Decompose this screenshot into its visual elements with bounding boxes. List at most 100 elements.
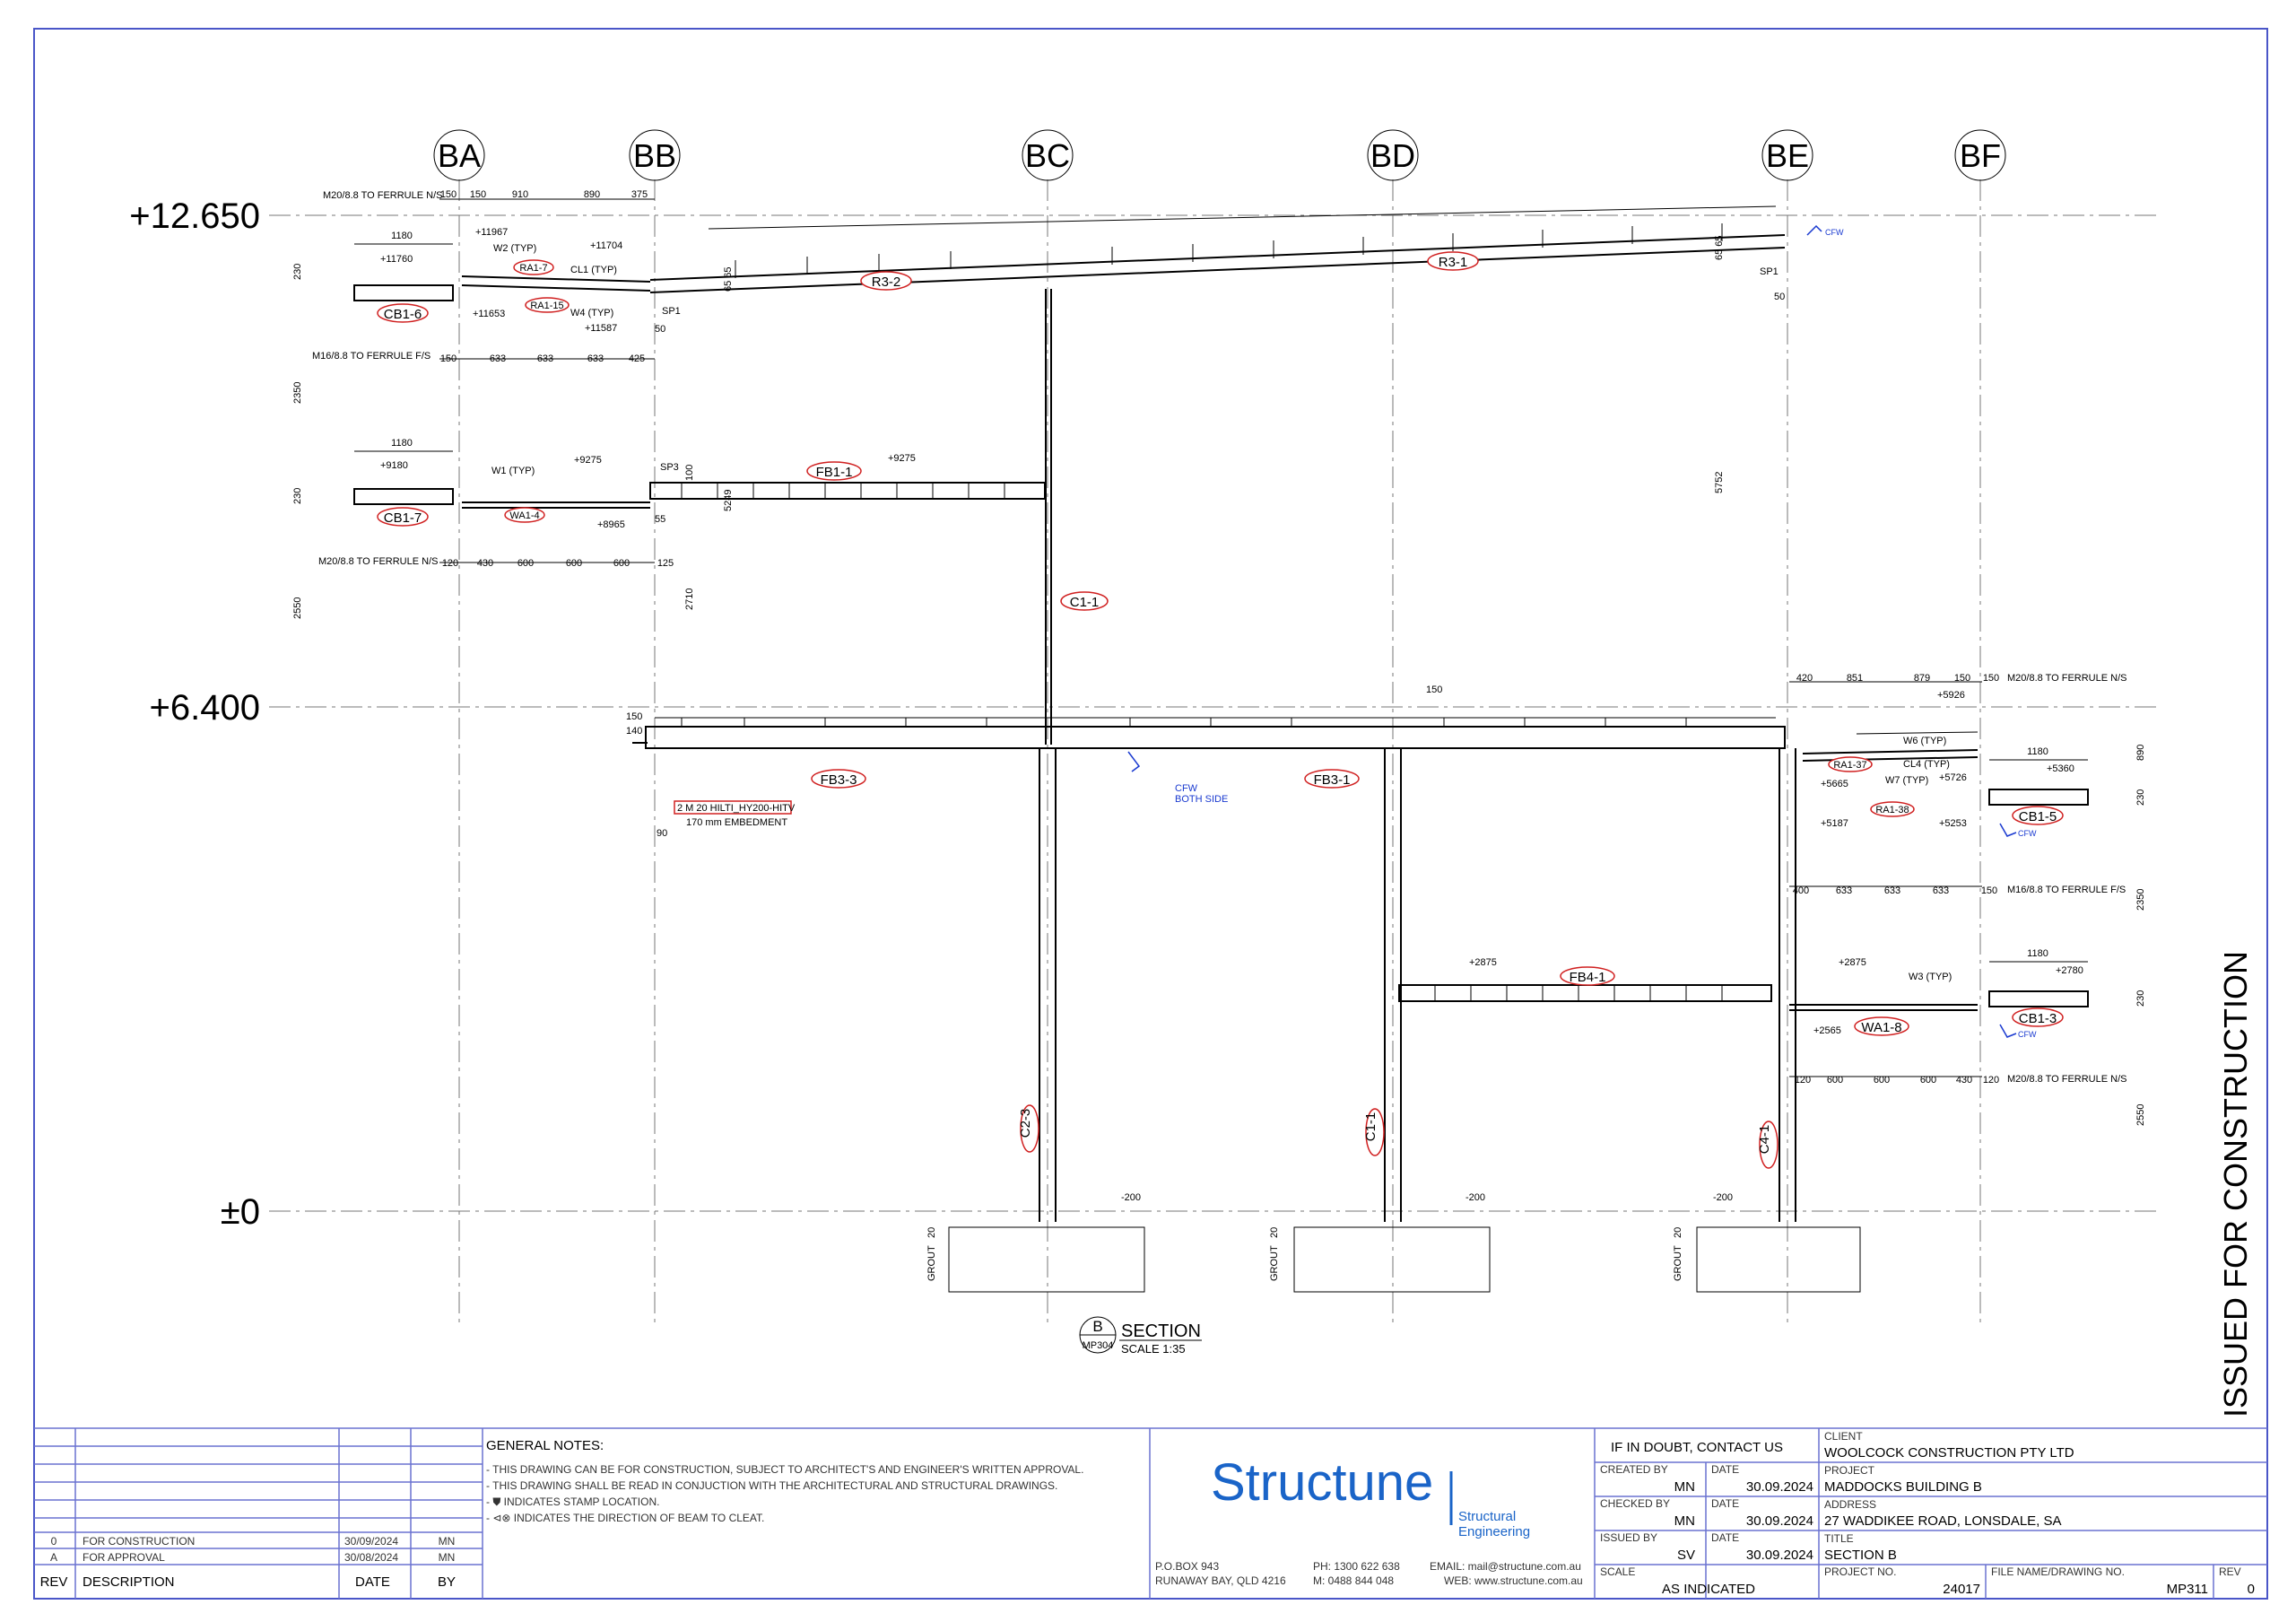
dim-55: 55	[655, 514, 665, 525]
svg-text:420: 420	[1796, 673, 1813, 684]
svg-text:120: 120	[1983, 1075, 1999, 1086]
tag-ra1-7: RA1-7	[513, 259, 554, 275]
dim-1180-d: 1180	[2027, 948, 2048, 959]
svg-text:AS INDICATED: AS INDICATED	[1662, 1582, 1755, 1597]
svg-text:30.09.2024: 30.09.2024	[1746, 1513, 1813, 1529]
elev-2565: +2565	[1813, 1025, 1841, 1036]
grid-bubble-bc: BC	[1022, 129, 1074, 181]
svg-text:ISSUED BY: ISSUED BY	[1600, 1531, 1657, 1544]
svg-text:150: 150	[440, 189, 457, 200]
footings	[948, 1226, 1861, 1293]
svg-text:600: 600	[517, 558, 534, 569]
svg-text:C2-3: C2-3	[1018, 1109, 1033, 1138]
general-notes: GENERAL NOTES: - THIS DRAWING CAN BE FOR…	[486, 1438, 1083, 1524]
svg-text:CREATED BY: CREATED BY	[1600, 1463, 1668, 1476]
tag-cb1-5: CB1-5	[2012, 806, 2064, 825]
fb4-1-beam	[1398, 984, 1772, 1002]
depth-200-b: -200	[1465, 1192, 1485, 1203]
svg-text:SECTION B: SECTION B	[1824, 1548, 1897, 1563]
first-floor-joists	[681, 718, 1687, 727]
cfw-roof: CFW	[1806, 224, 1844, 237]
svg-text:30/08/2024: 30/08/2024	[344, 1551, 398, 1564]
svg-text:150: 150	[1983, 673, 1999, 684]
label-w7: W7 (TYP)	[1885, 775, 1928, 786]
dim-50-b: 50	[1774, 292, 1785, 302]
level-lines	[269, 214, 2161, 1212]
svg-text:FB1-1: FB1-1	[816, 465, 853, 480]
dim-140: 140	[626, 726, 642, 737]
dim-6565-a: 65 65	[723, 266, 734, 292]
svg-text:MP311: MP311	[2167, 1582, 2208, 1597]
level-label-0: ±0	[221, 1192, 260, 1232]
svg-text:MN: MN	[439, 1535, 456, 1548]
svg-text:C1-1: C1-1	[1363, 1112, 1378, 1142]
svg-text:633: 633	[1933, 885, 1949, 896]
revision-row-a: A FOR APPROVAL 30/08/2024 MN	[50, 1551, 455, 1564]
svg-text:RUNAWAY BAY, QLD 4216: RUNAWAY BAY, QLD 4216	[1155, 1574, 1286, 1587]
elev-9275-b: +9275	[888, 453, 916, 464]
tag-r3-1: R3-1	[1427, 251, 1479, 271]
svg-text:RA1-7: RA1-7	[519, 263, 547, 274]
svg-text:2 M 20 HILTI_HY200-HITV: 2 M 20 HILTI_HY200-HITV	[677, 803, 796, 814]
svg-text:FB4-1: FB4-1	[1570, 970, 1606, 985]
svg-text:M16/8.8 TO FERRULE F/S: M16/8.8 TO FERRULE F/S	[2007, 885, 2126, 895]
dim-230-b: 230	[292, 488, 303, 504]
depth-200-a: -200	[1121, 1192, 1141, 1203]
dim-row-right-fs: 400 633 633 633 150 M16/8.8 TO FERRULE F…	[1789, 885, 2126, 896]
svg-text:WA1-8: WA1-8	[1861, 1020, 1901, 1035]
svg-text:150: 150	[440, 353, 457, 364]
svg-text:30.09.2024: 30.09.2024	[1746, 1479, 1813, 1495]
tag-c1-1-ground: C1-1	[1363, 1108, 1385, 1156]
svg-text:M: 0488 844 048: M: 0488 844 048	[1313, 1574, 1394, 1587]
dim-1180-c: 1180	[2027, 746, 2048, 757]
svg-text:600: 600	[566, 558, 582, 569]
svg-text:RA1-38: RA1-38	[1875, 805, 1909, 815]
svg-text:600: 600	[613, 558, 630, 569]
section-marker: B MP304 SECTION SCALE 1:35	[1079, 1316, 1202, 1356]
elev-11704: +11704	[590, 240, 622, 251]
svg-text:- ⊲⊗ INDICATES THE DIRECTION O: - ⊲⊗ INDICATES THE DIRECTION OF BEAM TO …	[486, 1512, 764, 1524]
svg-text:RA1-37: RA1-37	[1833, 760, 1866, 771]
elev-5665: +5665	[1821, 779, 1848, 789]
svg-text:FILE NAME/DRAWING NO.: FILE NAME/DRAWING NO.	[1991, 1565, 2125, 1578]
svg-text:0: 0	[51, 1535, 57, 1548]
svg-text:BOTH SIDE: BOTH SIDE	[1175, 794, 1228, 805]
issued-for-construction-stamp: ISSUED FOR CONSTRUCTION	[2217, 951, 2254, 1417]
svg-text:430: 430	[477, 558, 493, 569]
tag-fb1-1: FB1-1	[806, 461, 862, 481]
svg-text:CLIENT: CLIENT	[1824, 1430, 1863, 1443]
svg-text:BE: BE	[1766, 137, 1809, 174]
svg-text:150: 150	[1954, 673, 1970, 684]
svg-text:890: 890	[584, 189, 600, 200]
grid-bubble-ba: BA	[433, 129, 485, 181]
svg-text:0: 0	[2248, 1582, 2255, 1597]
dim-row-fs-top: M16/8.8 TO FERRULE F/S 150 633 633 633 4…	[312, 351, 655, 364]
elev-5926: +5926	[1937, 690, 1965, 701]
svg-text:400: 400	[1793, 885, 1809, 896]
roof-purlins	[735, 223, 1723, 278]
svg-text:BC: BC	[1025, 137, 1070, 174]
tag-ra1-37: RA1-37	[1828, 756, 1873, 772]
level-label-12650: +12.650	[129, 196, 260, 236]
svg-text:Engineering: Engineering	[1458, 1524, 1530, 1539]
svg-text:IF IN DOUBT, CONTACT US: IF IN DOUBT, CONTACT US	[1611, 1440, 1783, 1455]
svg-text:CFW: CFW	[1825, 228, 1844, 237]
svg-text:WA1-4: WA1-4	[509, 510, 539, 521]
title-block	[34, 1427, 2267, 1599]
svg-text:TITLE: TITLE	[1824, 1532, 1854, 1545]
hilti-anchor-note: 2 M 20 HILTI_HY200-HITV 170 mm EMBEDMENT	[674, 800, 796, 828]
dim-1180-a: 1180	[391, 231, 413, 241]
svg-text:PROJECT: PROJECT	[1824, 1464, 1875, 1477]
cfw-cb1-3: CFW	[1999, 1024, 2037, 1039]
svg-text:633: 633	[537, 353, 553, 364]
svg-text:R3-2: R3-2	[872, 275, 901, 290]
svg-text:BA: BA	[438, 137, 481, 174]
svg-text:GENERAL NOTES:: GENERAL NOTES:	[486, 1438, 604, 1453]
level-label-6400: +6.400	[150, 688, 260, 728]
grid-bubble-bd: BD	[1367, 129, 1419, 181]
dim-20-b: 20	[1269, 1227, 1280, 1238]
grout-b: GROUT	[1269, 1245, 1280, 1281]
svg-text:633: 633	[587, 353, 604, 364]
svg-text:BB: BB	[633, 137, 676, 174]
